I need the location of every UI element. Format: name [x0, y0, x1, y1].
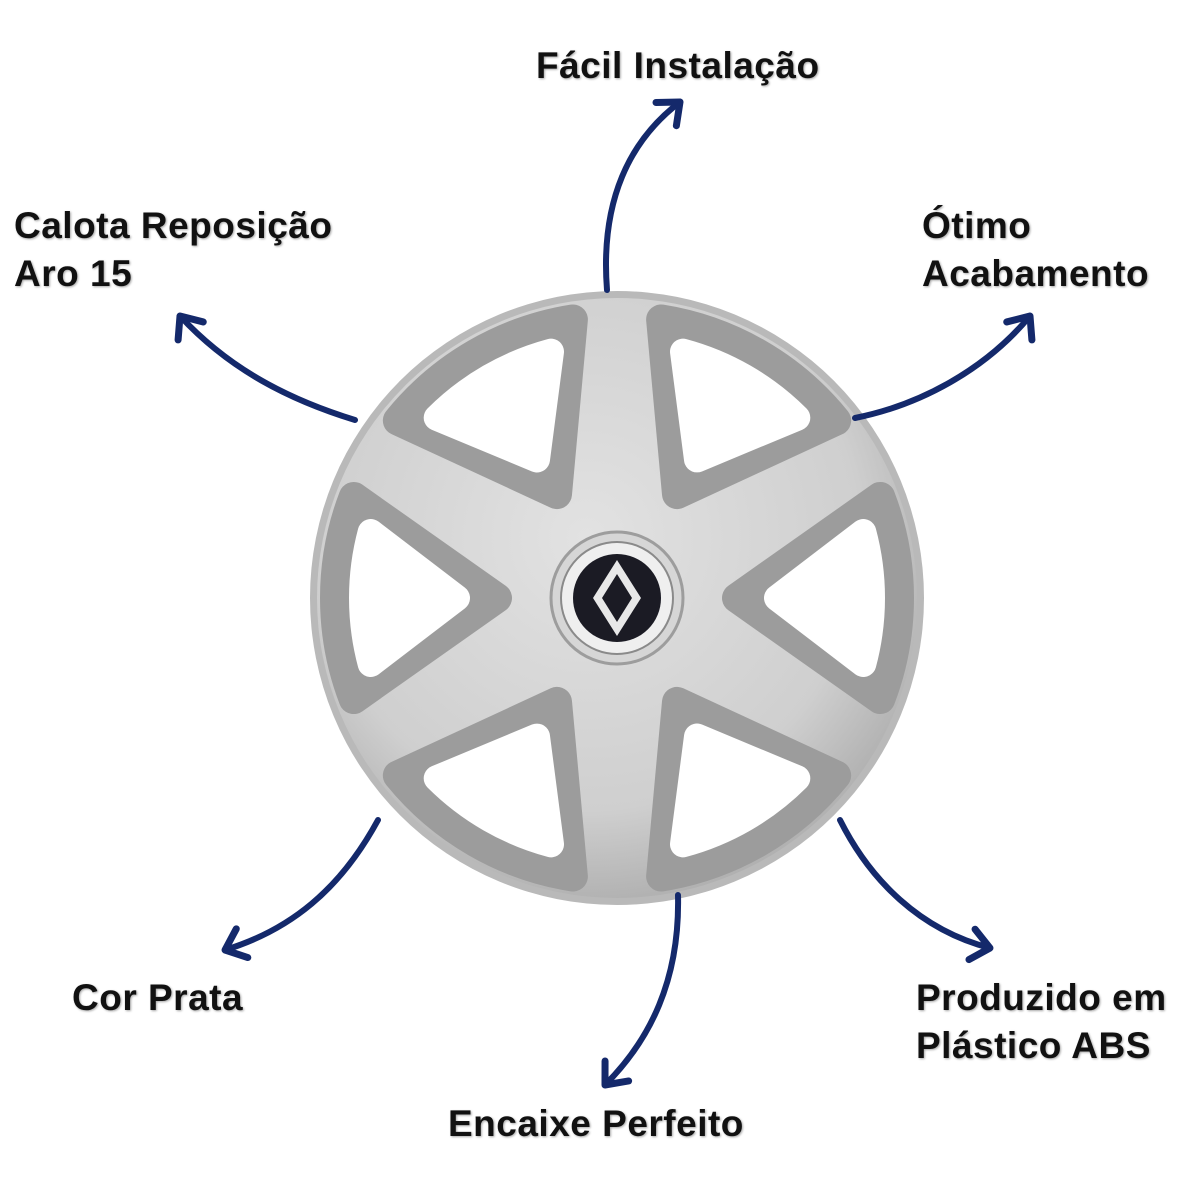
- hubcap-window-opening: [764, 519, 885, 677]
- label-line: Calota Reposição: [14, 205, 333, 246]
- hubcap-window-opening: [669, 338, 811, 473]
- label-great-finish: Ótimo Acabamento: [922, 202, 1149, 298]
- curved-arrow-icon: [837, 817, 994, 964]
- hubcap-image: [310, 291, 924, 905]
- label-line: Ótimo: [922, 205, 1032, 246]
- arrows: [174, 98, 1036, 1089]
- label-line: Produzido em: [916, 977, 1167, 1018]
- hubcap-window-opening: [423, 723, 565, 858]
- curved-arrow-icon: [852, 312, 1036, 421]
- curved-arrow-icon: [174, 312, 358, 423]
- label-replacement-hubcap: Calota Reposição Aro 15: [14, 202, 332, 298]
- label-silver-color: Cor Prata: [72, 977, 244, 1018]
- label-abs-plastic: Produzido em Plástico ABS: [916, 974, 1167, 1070]
- hubcap-window-opening: [423, 338, 565, 473]
- renault-emblem-icon: [573, 554, 661, 642]
- curved-arrow-icon: [603, 98, 684, 293]
- label-line: Aro 15: [14, 253, 133, 294]
- hubcap-window-opening: [669, 723, 811, 858]
- label-easy-installation: Fácil Instalação: [536, 45, 820, 86]
- curved-arrow-icon: [221, 817, 381, 962]
- label-line: Plástico ABS: [916, 1025, 1151, 1066]
- hubcap-window-opening: [349, 519, 470, 677]
- label-perfect-fit: Encaixe Perfeito: [448, 1103, 744, 1144]
- curved-arrow-icon: [601, 892, 682, 1089]
- label-line: Acabamento: [922, 253, 1150, 294]
